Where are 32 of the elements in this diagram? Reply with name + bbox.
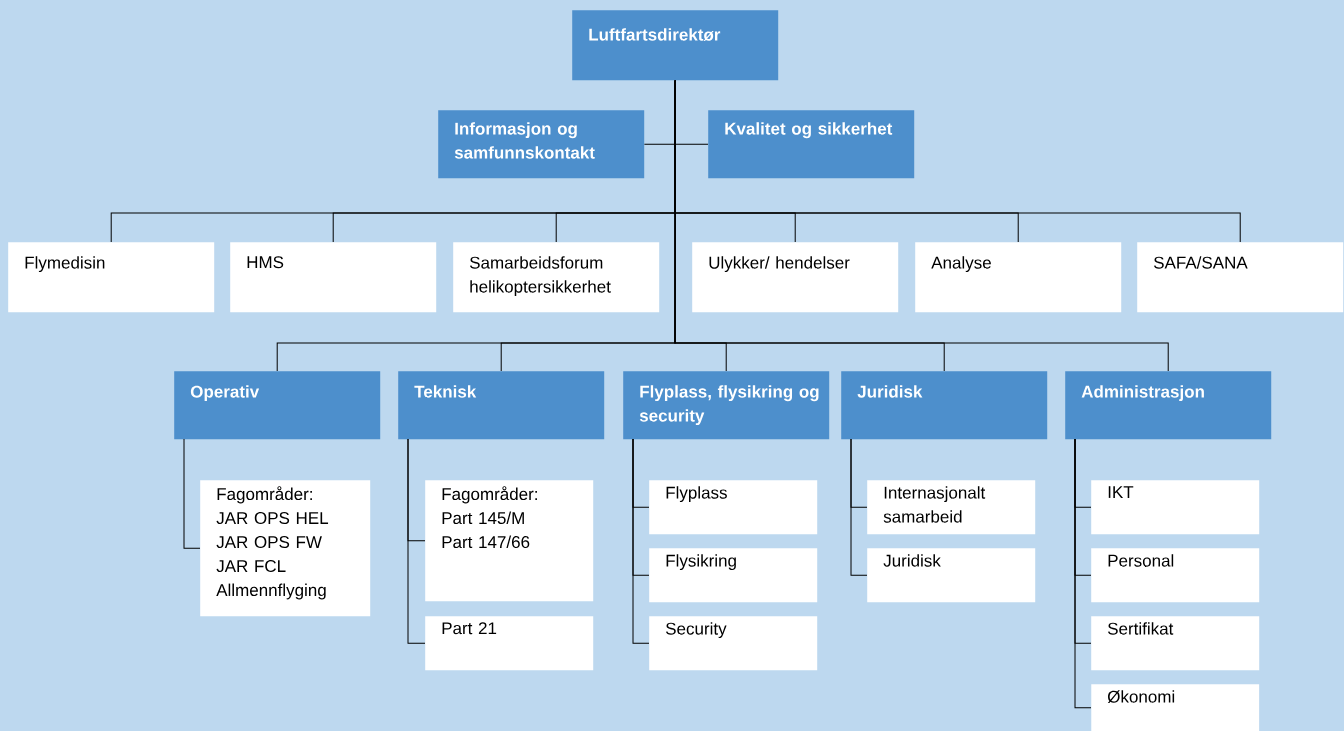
staff-box: Kvalitet og sikkerhet (708, 110, 915, 179)
unit-box: Samarbeidsforum helikoptersikkerhet (453, 242, 660, 313)
department-box: Teknisk (398, 371, 605, 440)
unit-box: Analyse (915, 242, 1122, 313)
section-box: Fagområder: JAR OPS HEL JAR OPS FW JAR FCL Allmennflyging (200, 480, 371, 617)
section-box: Part 21 (425, 616, 594, 671)
connector-line (632, 438, 650, 644)
connector-line (183, 438, 201, 549)
connector-line (407, 438, 426, 644)
department-box: Juridisk (841, 371, 1048, 440)
section-box: Juridisk (867, 548, 1036, 603)
section-box: Sertifikat (1091, 616, 1260, 671)
staff-box: Informasjon og samfunnskontakt (438, 110, 645, 179)
connector-line (850, 438, 868, 576)
connector-line (1074, 438, 1092, 709)
section-box: Personal (1091, 548, 1260, 603)
unit-box: Flymedisin (8, 242, 215, 313)
unit-box: SAFA/SANA (1137, 242, 1344, 313)
section-box: Flyplass (649, 480, 818, 535)
unit-box: HMS (230, 242, 437, 313)
department-box: Administrasjon (1065, 371, 1272, 440)
section-box: Security (649, 616, 818, 671)
section-box: Internasjonalt samarbeid (867, 480, 1036, 535)
connector-line (674, 79, 1169, 372)
section-box: Flysikring (649, 548, 818, 603)
section-box: IKT (1091, 480, 1260, 535)
department-box: Operativ (174, 371, 381, 440)
section-box: Økonomi (1091, 684, 1260, 731)
department-box: Flyplass, flysikring og security (623, 371, 830, 440)
director-box: Luftfartsdirektør (572, 10, 779, 81)
section-box: Fagområder: Part 145/M Part 147/66 (425, 480, 594, 602)
unit-box: Ulykker/ hendelser (692, 242, 899, 313)
